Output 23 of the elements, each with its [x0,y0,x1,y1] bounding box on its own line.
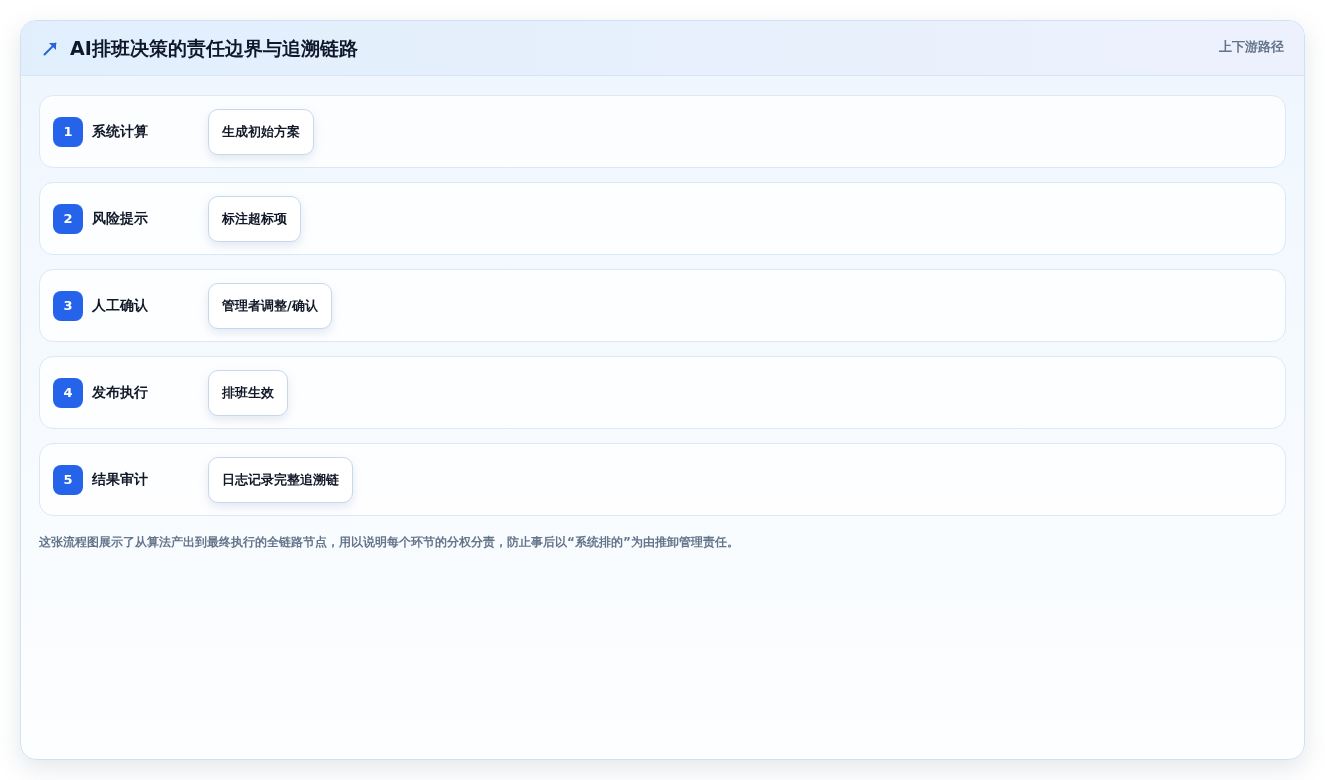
step-label: 人工确认 [92,296,149,315]
step-label: 发布执行 [92,383,149,402]
step-label: 风险提示 [92,209,149,228]
diagram-title: AI排班决策的责任边界与追溯链路 [70,35,358,61]
step-number-badge: 2 [53,203,83,234]
action-box: 管理者调整/确认 [208,282,332,329]
step-number-badge: 4 [53,377,83,408]
step-row [39,356,1286,429]
action-box: 日志记录完整追溯链 [208,456,353,503]
action-box: 排班生效 [208,369,288,416]
step-row [39,443,1286,516]
step-number-badge: 1 [53,116,83,147]
step-number-badge: 3 [53,290,83,321]
step-row [39,95,1286,168]
action-box: 生成初始方案 [208,108,314,155]
caption-text: 这张流程图展示了从算法产出到最终执行的全链路节点，用以说明每个环节的分权分责，防止事后以“系统排的”为由推卸管理责任。 [39,534,740,551]
step-number-badge: 5 [53,464,83,495]
step-label: 结果审计 [92,470,149,489]
step-row [39,269,1286,342]
header-tag: 上下游路径 [1219,37,1284,57]
step-row [39,182,1286,255]
step-label: 系统计算 [92,122,149,141]
action-box: 标注超标项 [208,195,301,242]
